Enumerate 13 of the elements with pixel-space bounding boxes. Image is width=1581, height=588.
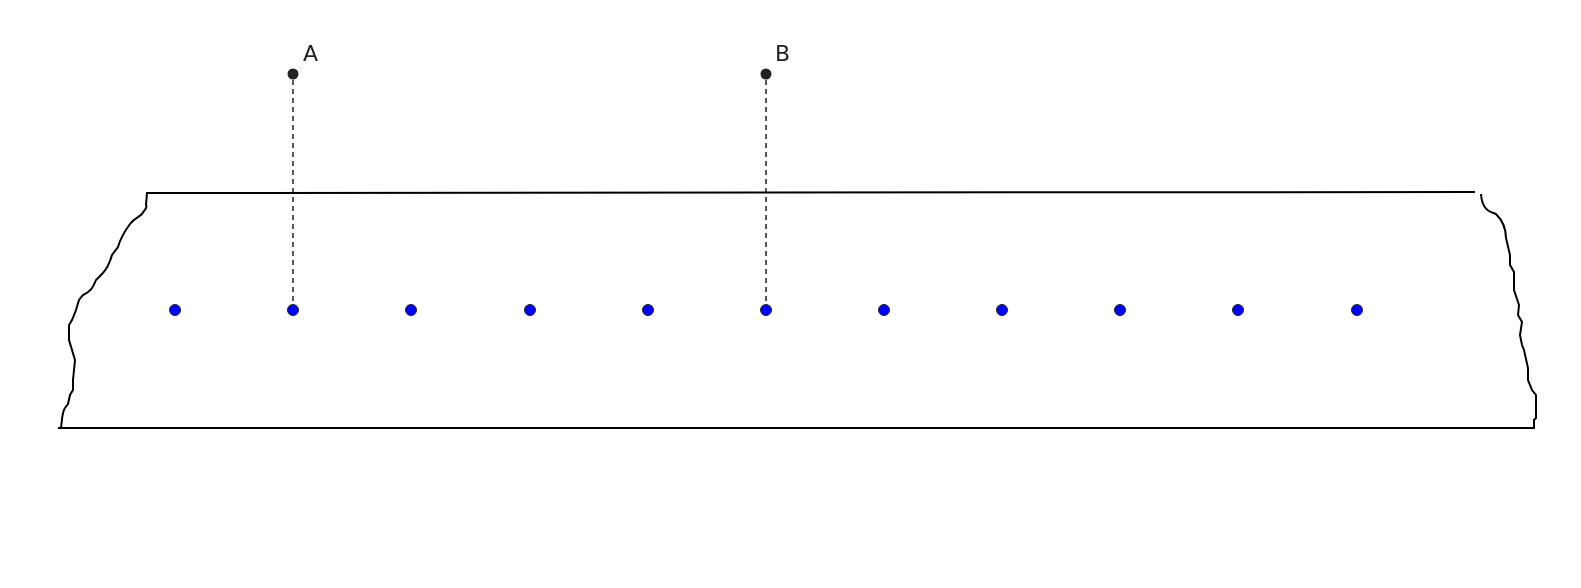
charge-dot: [405, 304, 417, 316]
charge-dot: [287, 304, 299, 316]
charge-dot: [169, 304, 181, 316]
charge-dot: [1114, 304, 1126, 316]
charge-dot: [760, 304, 772, 316]
charge-dot: [1232, 304, 1244, 316]
charge-dot: [524, 304, 536, 316]
charge-dot: [1351, 304, 1363, 316]
point-label: A: [303, 42, 319, 66]
charge-dot: [996, 304, 1008, 316]
point-label: B: [775, 42, 791, 66]
charge-dot: [642, 304, 654, 316]
charge-dot: [878, 304, 890, 316]
